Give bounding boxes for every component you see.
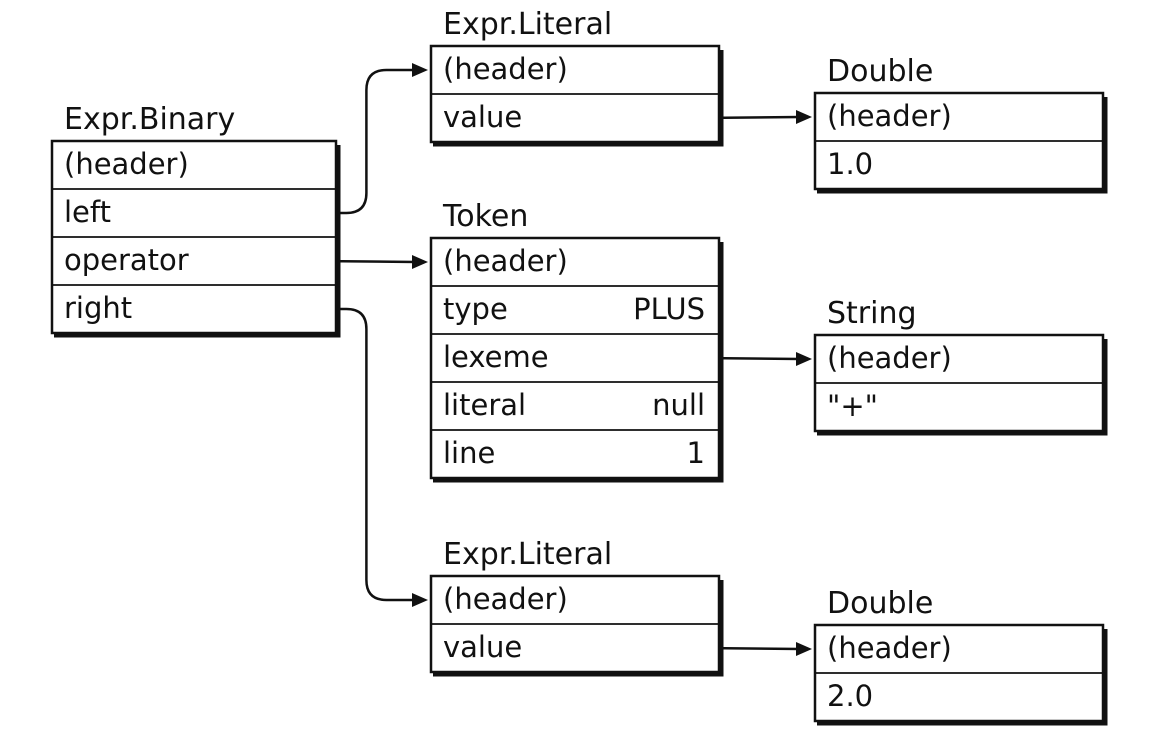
field-label-operator: operator xyxy=(64,243,189,277)
box-shadow xyxy=(817,339,1108,436)
box-shadow xyxy=(433,242,724,483)
field-label-value: "+" xyxy=(827,389,878,423)
arrowhead-icon xyxy=(412,593,428,607)
object-box-literal2: Expr.Literal (header) value xyxy=(429,537,724,677)
arrowhead-icon xyxy=(796,110,812,124)
field-label-header: (header) xyxy=(827,631,952,665)
object-title: Expr.Literal xyxy=(443,7,612,42)
field-label-value: value xyxy=(443,630,522,664)
box-shadow xyxy=(817,97,1108,194)
box-shadow xyxy=(433,50,724,147)
field-label-header: (header) xyxy=(443,244,568,278)
field-label-1-0: 1.0 xyxy=(827,147,873,181)
box-shadow xyxy=(817,629,1108,726)
object-title: Double xyxy=(827,54,933,89)
field-value-type: PLUS xyxy=(633,292,705,326)
field-label-literal: literal xyxy=(443,388,526,422)
field-label-type: type xyxy=(443,292,508,326)
box-shadow xyxy=(54,145,341,338)
object-title: Token xyxy=(442,199,528,234)
object-boxes: Expr.Binary(header)leftoperatorrightExpr… xyxy=(50,7,1108,726)
field-label-header: (header) xyxy=(827,341,952,375)
object-title: Expr.Literal xyxy=(443,537,612,572)
field-label-left: left xyxy=(64,195,111,229)
field-label-header: (header) xyxy=(64,147,189,181)
field-value-literal: null xyxy=(652,388,705,422)
object-title: String xyxy=(827,296,917,331)
arrowhead-icon xyxy=(412,255,428,269)
object-box-double1: Double (header) 1.0 xyxy=(813,54,1108,194)
object-title: Expr.Binary xyxy=(64,102,235,137)
arrow-line xyxy=(316,307,416,602)
field-label-value: value xyxy=(443,100,522,134)
field-label-lexeme: lexeme xyxy=(443,340,549,374)
object-title: Double xyxy=(827,586,933,621)
object-box-literal1: Expr.Literal (header) value xyxy=(429,7,724,147)
field-value-line: 1 xyxy=(687,436,705,470)
field-label-line: line xyxy=(443,436,495,470)
field-label-right: right xyxy=(64,291,132,325)
field-label-2-0: 2.0 xyxy=(827,679,873,713)
object-box-string: String (header) "+" xyxy=(813,296,1108,436)
object-box-token: Token (header) type PLUS lexeme literal null li… xyxy=(429,199,724,483)
field-label-header: (header) xyxy=(443,582,568,616)
object-box-binary: Expr.Binary (header) left operator right xyxy=(50,102,341,338)
field-label-header: (header) xyxy=(443,52,568,86)
box-frame xyxy=(429,236,721,480)
arrow-line xyxy=(316,68,416,215)
box-shadow xyxy=(433,580,724,677)
object-box-double2: Double (header) 2.0 xyxy=(813,586,1108,726)
field-label-header: (header) xyxy=(827,99,952,133)
reference-arrow-binary-right xyxy=(302,301,428,607)
arrowhead-icon xyxy=(412,63,428,77)
arrowhead-icon xyxy=(796,352,812,366)
arrowhead-icon xyxy=(796,642,812,656)
